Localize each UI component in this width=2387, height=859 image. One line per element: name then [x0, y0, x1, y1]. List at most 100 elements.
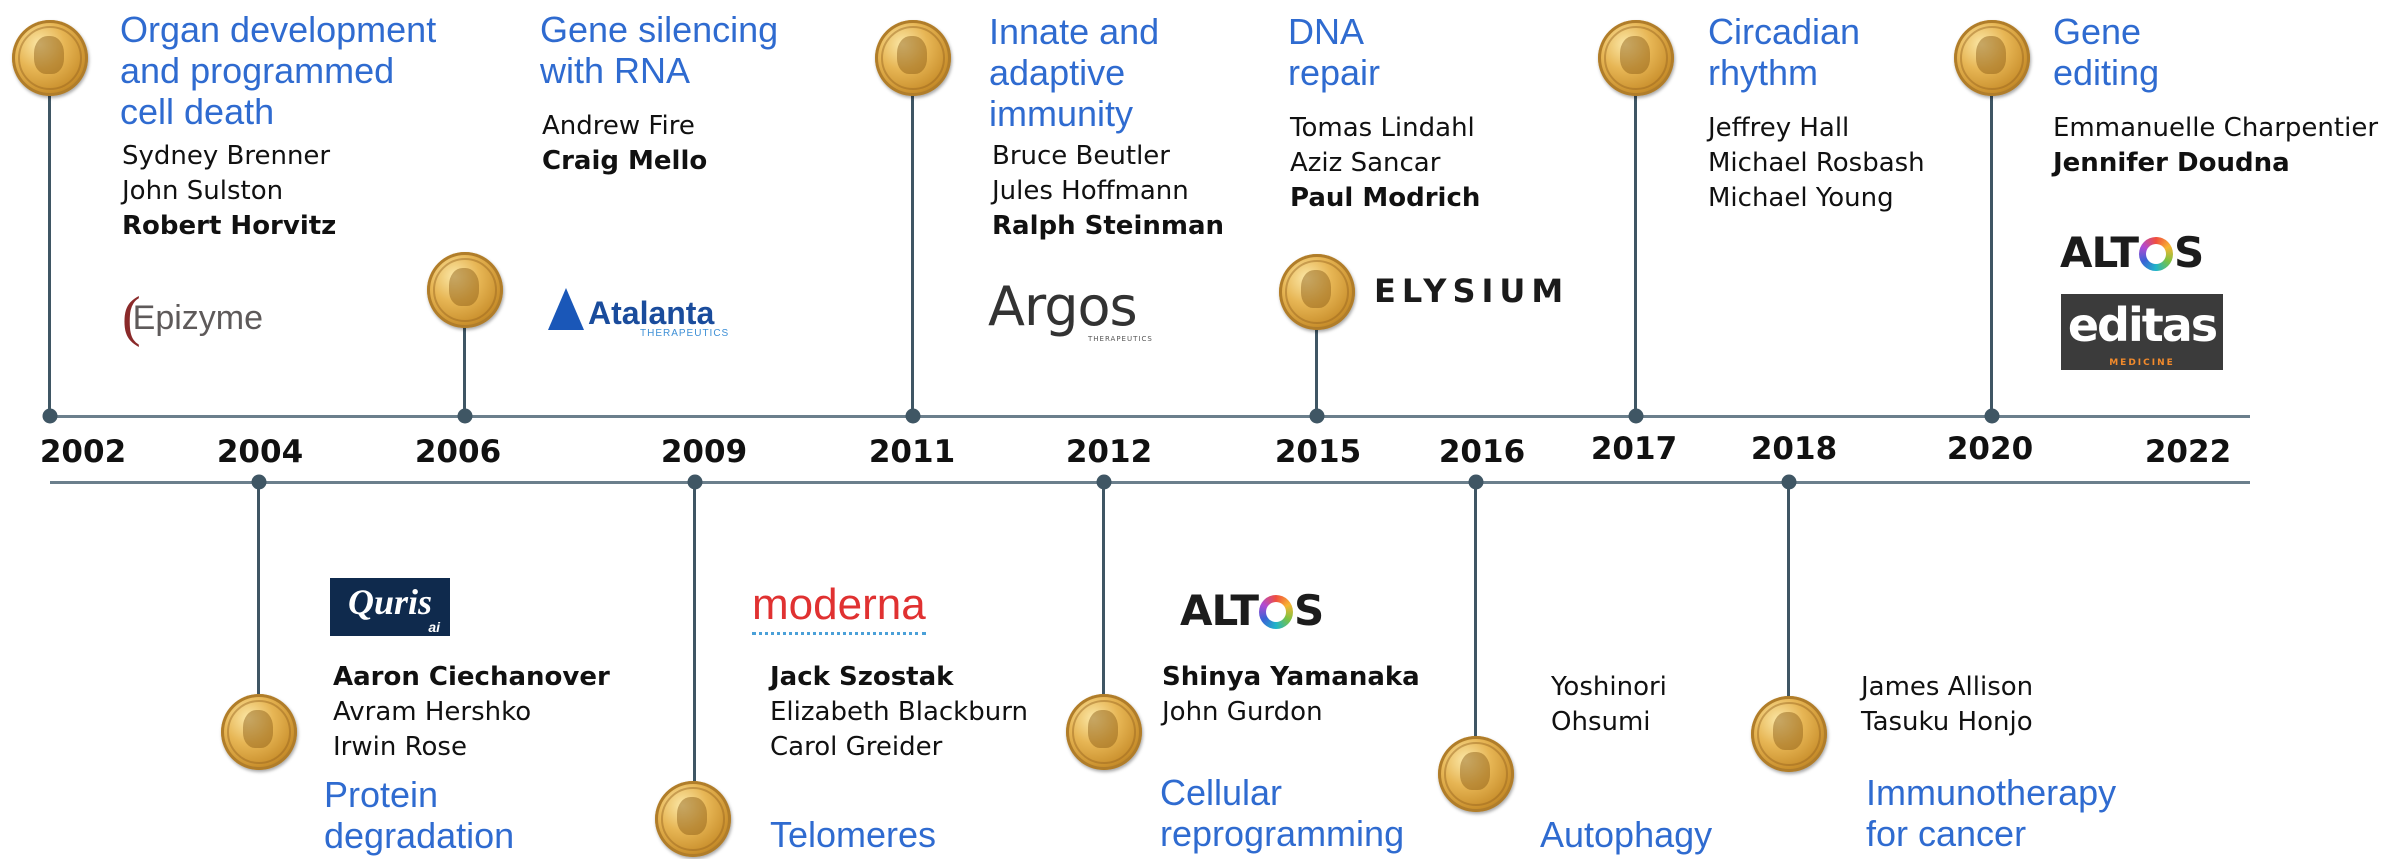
- laureate-name: Emmanuelle Charpentier: [2053, 113, 2379, 143]
- laureate-name: John Sulston: [122, 176, 284, 206]
- laureate-name: Yoshinori: [1551, 672, 1667, 702]
- axis-dot-2017: [1628, 408, 1644, 424]
- topic-2020: Gene editing: [2053, 11, 2160, 93]
- lower-axis-line: [50, 481, 2250, 484]
- laureates-2015: Tomas Lindahl Aziz Sancar Paul Modrich: [1290, 111, 1480, 216]
- nobel-medal-icon: [1066, 694, 1142, 770]
- nobel-medal-icon: [1954, 20, 2030, 96]
- editas-subtitle: MEDICINE: [2109, 358, 2175, 368]
- laureate-name: Jules Hoffmann: [992, 176, 1189, 206]
- year-2018: 2018: [1750, 431, 1838, 467]
- laureate-name: Andrew Fire: [542, 111, 695, 141]
- nobel-medal-icon: [1751, 696, 1827, 772]
- topic-2002: Organ development and programmed cell de…: [120, 9, 437, 132]
- atalanta-logo: Atalanta THERAPEUTICS: [548, 288, 728, 339]
- laureate-name: Elizabeth Blackburn: [770, 697, 1028, 727]
- nobel-medal-icon: [427, 252, 503, 328]
- laureate-name: Bruce Beutler: [992, 141, 1170, 171]
- year-2011: 2011: [868, 434, 956, 470]
- laureate-name: Michael Rosbash: [1708, 148, 1925, 178]
- topic-2011: Innate and adaptive immunity: [989, 11, 1160, 134]
- epizyme-mark: (: [122, 286, 141, 348]
- topic-2016: Autophagy: [1540, 814, 1713, 855]
- argos-logo: Argos THERAPEUTICS: [988, 275, 1152, 343]
- laureate-name: Paul Modrich: [1290, 183, 1481, 213]
- stem-2012: [1102, 482, 1105, 732]
- laureate-name: Shinya Yamanaka: [1162, 662, 1420, 692]
- quris-subtitle: ai: [428, 619, 440, 635]
- altos-text: S: [2173, 228, 2204, 277]
- atalanta-text: Atalanta: [588, 295, 715, 331]
- moderna-logo: moderna: [752, 580, 926, 635]
- laureate-name: Jeffrey Hall: [1708, 113, 1850, 143]
- atalanta-subtitle: THERAPEUTICS: [640, 328, 730, 339]
- nobel-medal-icon: [221, 694, 297, 770]
- nobel-medal-icon: [1598, 20, 1674, 96]
- axis-dot-2016: [1468, 474, 1484, 490]
- stem-2016: [1474, 482, 1477, 774]
- laureate-name: Michael Young: [1708, 183, 1894, 213]
- nobel-medal-icon: [1438, 736, 1514, 812]
- stem-2017: [1634, 58, 1637, 416]
- quris-text: Quris: [347, 582, 433, 622]
- axis-dot-2004: [251, 474, 267, 490]
- nobel-medal-icon: [1279, 254, 1355, 330]
- axis-dot-2015: [1309, 408, 1325, 424]
- laureate-name: Ralph Steinman: [992, 211, 1225, 241]
- stem-2011: [911, 58, 914, 416]
- laureates-2012: Shinya Yamanaka John Gurdon: [1162, 660, 1420, 730]
- year-2020: 2020: [1946, 431, 2034, 467]
- axis-dot-2011: [905, 408, 921, 424]
- elysium-logo: ELYSIUM: [1374, 272, 1570, 310]
- upper-axis-line: [50, 415, 2250, 418]
- laureate-name: John Gurdon: [1162, 697, 1323, 727]
- stem-2018: [1787, 482, 1790, 734]
- epizyme-text: Epizyme: [132, 299, 264, 337]
- axis-dot-2009: [687, 474, 703, 490]
- topic-2004: Protein degradation: [324, 774, 515, 856]
- year-2002: 2002: [39, 434, 127, 470]
- topic-2018: Immunotherapy for cancer: [1866, 772, 2117, 854]
- topic-2006: Gene silencing with RNA: [540, 9, 779, 91]
- laureates-2009: Jack Szostak Elizabeth Blackburn Carol G…: [770, 660, 1028, 765]
- topic-2009: Telomeres: [770, 814, 937, 855]
- axis-dot-2020: [1984, 408, 2000, 424]
- axis-dot-2018: [1781, 474, 1797, 490]
- laureate-name: Aaron Ciechanover: [333, 662, 610, 692]
- epizyme-logo: (Epizyme: [122, 285, 263, 349]
- argos-text: Argos: [988, 275, 1138, 338]
- nobel-medal-icon: [875, 20, 951, 96]
- laureate-name: Ohsumi: [1551, 707, 1651, 737]
- laureate-name: James Allison: [1861, 672, 2034, 702]
- laureate-name: Tomas Lindahl: [1290, 113, 1475, 143]
- laureate-name: Tasuku Honjo: [1861, 707, 2033, 737]
- year-2004: 2004: [216, 434, 304, 470]
- laureates-2016: Yoshinori Ohsumi: [1551, 670, 1667, 740]
- stem-2006: [463, 290, 466, 416]
- topic-2012: Cellular reprogramming: [1160, 772, 1405, 854]
- laureates-2006: Andrew Fire Craig Mello: [542, 109, 707, 179]
- laureates-2002: Sydney Brenner John Sulston Robert Horvi…: [122, 139, 336, 244]
- laureate-name: Irwin Rose: [333, 732, 467, 762]
- laureates-2020: Emmanuelle Charpentier Jennifer Doudna: [2053, 111, 2378, 181]
- topic-2017: Circadian rhythm: [1708, 11, 1861, 93]
- laureate-name: Avram Hershko: [333, 697, 532, 727]
- laureate-name: Carol Greider: [770, 732, 943, 762]
- editas-text: editas: [2067, 298, 2218, 352]
- laureate-name: Jennifer Doudna: [2053, 148, 2290, 178]
- nobel-medal-icon: [12, 20, 88, 96]
- editas-logo: editas MEDICINE: [2061, 294, 2223, 370]
- year-2009: 2009: [660, 434, 748, 470]
- axis-dot-2012: [1096, 474, 1112, 490]
- stem-2002: [48, 58, 51, 416]
- laureate-name: Aziz Sancar: [1290, 148, 1441, 178]
- quris-logo: Quris ai: [330, 578, 450, 636]
- stem-2004: [257, 482, 260, 732]
- laureates-2018: James Allison Tasuku Honjo: [1861, 670, 2033, 740]
- year-2022: 2022: [2144, 434, 2232, 470]
- laureate-name: Jack Szostak: [770, 662, 954, 692]
- altos-text: S: [1293, 586, 1324, 635]
- atalanta-triangle-icon: [548, 288, 584, 330]
- axis-dot-2006: [457, 408, 473, 424]
